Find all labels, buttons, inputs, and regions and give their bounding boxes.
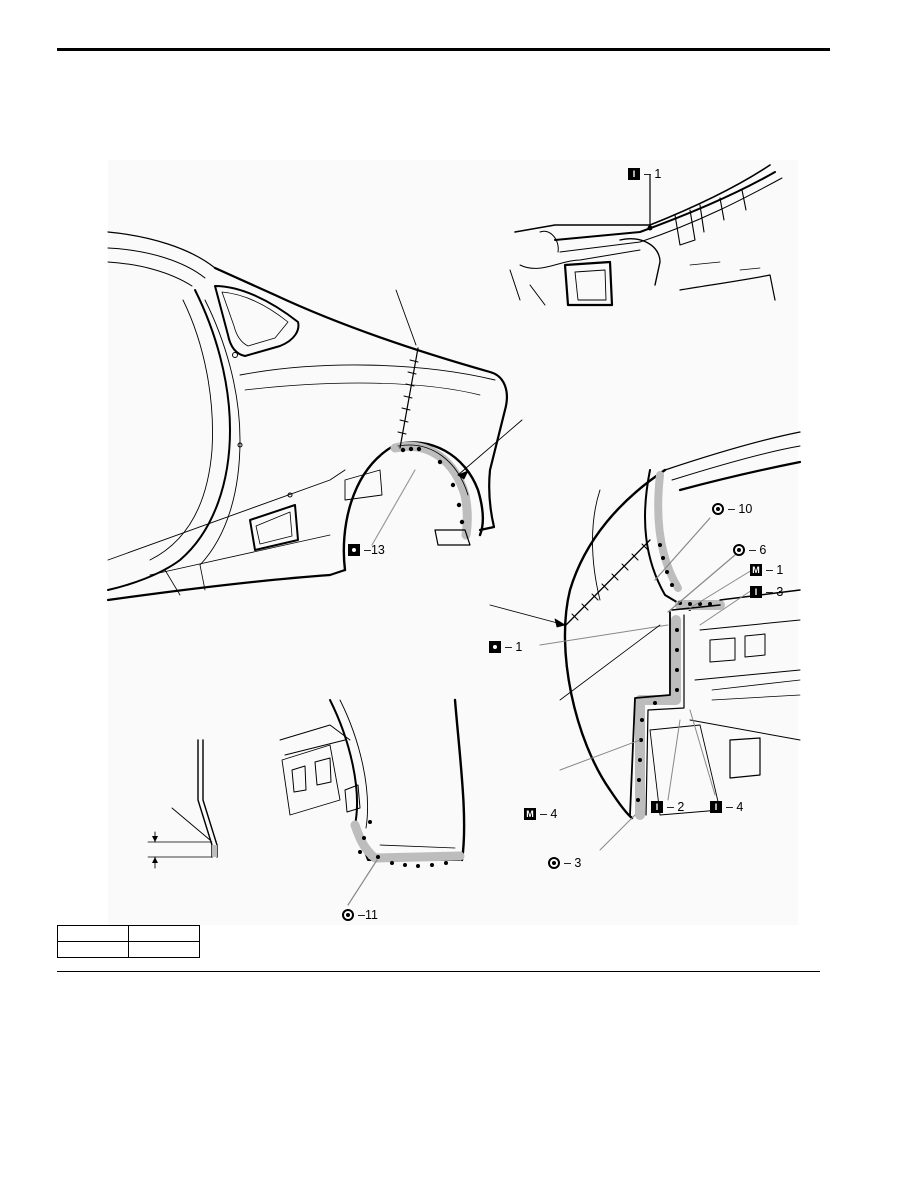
callout-m-4: M – 4 bbox=[524, 807, 557, 821]
callout-o-3: – 3 bbox=[548, 856, 581, 870]
illustration-background bbox=[108, 160, 798, 925]
callout-text: – 4 bbox=[540, 807, 558, 821]
callout-i-4: I – 4 bbox=[710, 800, 743, 814]
square-letter-symbol: I bbox=[651, 801, 663, 813]
spot-weld-icon bbox=[548, 857, 560, 869]
callout-text: – 1 bbox=[644, 167, 662, 181]
callout-text: – 6 bbox=[749, 543, 767, 557]
table-cell bbox=[128, 941, 200, 958]
table-cell bbox=[57, 941, 129, 958]
callout-text: – 10 bbox=[728, 502, 753, 516]
callout-o-13: –13 bbox=[348, 543, 385, 557]
callout-text: – 1 bbox=[505, 640, 523, 654]
callout-text: – 4 bbox=[726, 800, 744, 814]
square-spot-weld-icon bbox=[489, 641, 501, 653]
roof-rail-inset-view bbox=[509, 164, 783, 307]
square-letter-symbol: I bbox=[750, 586, 762, 598]
square-letter-symbol: M bbox=[750, 564, 762, 576]
square-letter-symbol: M bbox=[524, 808, 536, 820]
callout-text: – 2 bbox=[667, 800, 685, 814]
table-cell bbox=[57, 925, 129, 942]
square-spot-weld-icon bbox=[348, 544, 360, 556]
table-cell bbox=[128, 925, 200, 942]
spot-weld-icon bbox=[342, 909, 354, 921]
quarter-panel-side-view bbox=[106, 231, 523, 602]
table-row bbox=[57, 941, 200, 958]
spot-weld-icon bbox=[712, 503, 724, 515]
callout-text: – 3 bbox=[766, 585, 784, 599]
rear-body-view bbox=[489, 431, 802, 851]
square-letter-symbol: I bbox=[628, 168, 640, 180]
flange-section-detail bbox=[147, 739, 218, 869]
callout-text: – 3 bbox=[564, 856, 582, 870]
callout-i-2: I – 2 bbox=[651, 800, 684, 814]
callout-i-1: I – 1 bbox=[628, 167, 661, 181]
callout-o-11: –11 bbox=[342, 908, 378, 922]
callout-o-1: – 1 bbox=[489, 640, 522, 654]
callout-m-1: M – 1 bbox=[750, 563, 783, 577]
callout-text: –13 bbox=[364, 543, 385, 557]
callout-text: –11 bbox=[358, 908, 378, 922]
callout-i-3: I – 3 bbox=[750, 585, 783, 599]
footer-rule bbox=[57, 971, 820, 972]
callout-o-6: – 6 bbox=[733, 543, 766, 557]
spot-weld-icon bbox=[733, 544, 745, 556]
table-row bbox=[57, 925, 200, 942]
header-rule bbox=[57, 48, 830, 51]
callout-text: – 1 bbox=[766, 563, 784, 577]
square-letter-symbol: I bbox=[710, 801, 722, 813]
wheelhouse-lower-view bbox=[279, 698, 466, 906]
callout-o-10: – 10 bbox=[712, 502, 752, 516]
blank-spec-table bbox=[57, 925, 200, 958]
